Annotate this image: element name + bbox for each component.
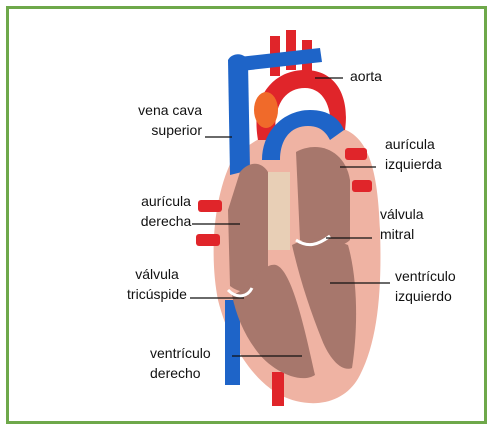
label-valvula-mitral-line1: válvula (380, 206, 424, 223)
label-ventriculo-izq-line1: ventrículo (395, 268, 456, 285)
label-valvula-tric-line1: válvula (116, 266, 198, 283)
heart-septum (268, 172, 290, 250)
label-aorta: aorta (350, 68, 382, 85)
label-valvula-mitral-line2: mitral (380, 226, 414, 243)
label-vena-cava-line1: vena cava (120, 102, 202, 119)
label-auricula-der-line2: derecha (126, 213, 206, 230)
label-vena-cava-line2: superior (120, 122, 202, 139)
vena-cava-superior (228, 54, 250, 175)
pulmonary-vein-2 (352, 180, 372, 192)
pulmonary-vein-1 (345, 148, 367, 160)
label-auricula-izq-line2: izquierda (385, 156, 442, 173)
descending-aorta (272, 372, 284, 406)
aorta-highlight (254, 92, 278, 128)
label-auricula-der-line1: aurícula (126, 193, 206, 210)
label-ventriculo-der-line1: ventrículo (150, 345, 211, 362)
label-ventriculo-der-line2: derecho (150, 365, 201, 382)
left-atrium-chamber (296, 147, 350, 247)
label-auricula-izq-line1: aurícula (385, 136, 435, 153)
label-ventriculo-izq-line2: izquierdo (395, 288, 452, 305)
pulmonary-vein-4 (196, 234, 220, 246)
label-valvula-tric-line2: tricúspide (116, 286, 198, 303)
